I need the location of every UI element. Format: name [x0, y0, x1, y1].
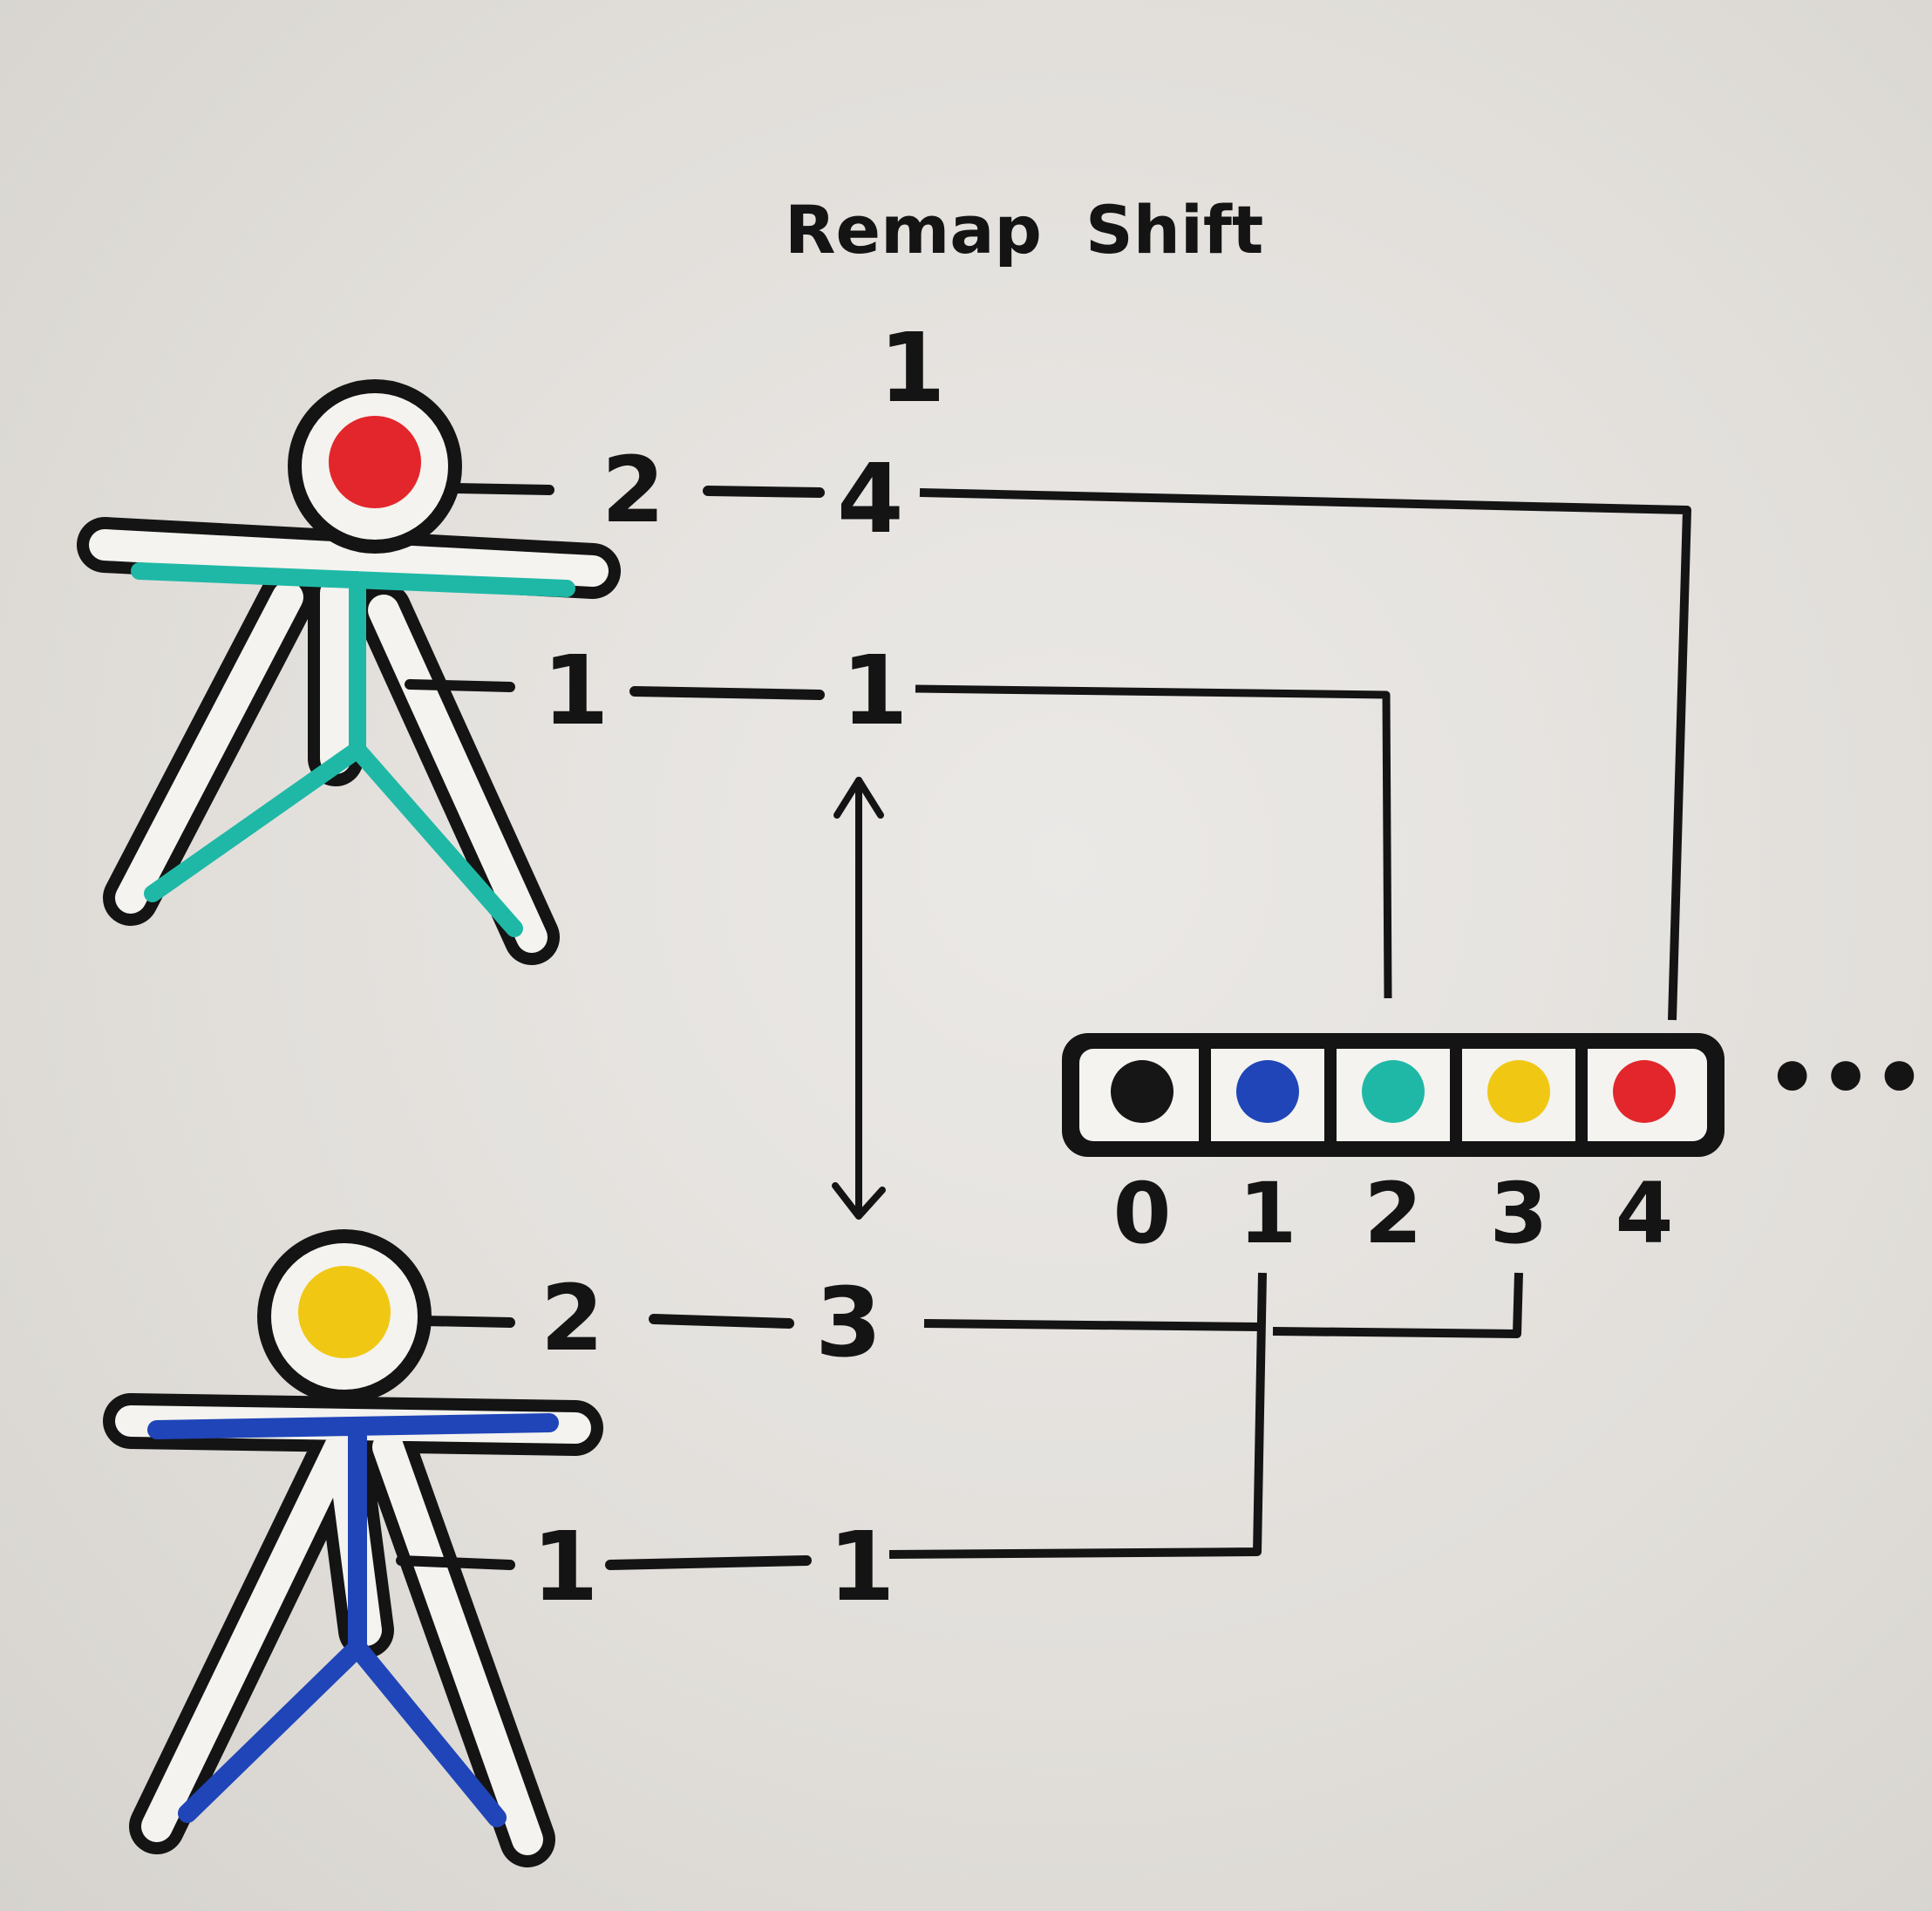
figure-top-body-tick	[405, 679, 515, 692]
figure-bottom-body-part-index: 1	[532, 1511, 599, 1622]
leader-line-top-head	[919, 488, 1691, 1021]
figure-bottom-head-part-index: 2	[541, 1265, 603, 1371]
double-arrow-icon	[832, 777, 886, 1220]
figure-top-body-part-index: 1	[542, 635, 609, 746]
palette-slot-4-dot	[1613, 1060, 1676, 1123]
shift-value: 1	[879, 312, 946, 424]
figure-top-body-dash	[629, 686, 825, 700]
figure-bottom-head-remapped-index: 3	[815, 1267, 882, 1378]
figure-top-head-tick	[450, 483, 554, 495]
leader-line-bottom-body	[888, 1272, 1267, 1559]
diagram-title-shift: Shift	[1085, 191, 1263, 269]
figure-bottom-head-dash	[649, 1314, 794, 1329]
figure-top-head-remapped-index: 4	[837, 443, 904, 554]
palette-slot-4-label: 4	[1616, 1165, 1674, 1262]
palette-slot-3-dot	[1487, 1060, 1550, 1123]
palette-slot-2-label: 2	[1364, 1165, 1423, 1262]
diagram-title-remap: Remap	[785, 191, 1042, 269]
stick-figure-bottom	[103, 1229, 603, 1867]
figure-top-head-part-index: 2	[602, 437, 664, 543]
figure-bottom-body-dash	[605, 1555, 812, 1570]
figure-bottom-head-color	[298, 1266, 391, 1358]
palette-slot-0-label: 0	[1113, 1165, 1172, 1262]
leader-line-top-body	[915, 684, 1392, 999]
figure-top-body-color	[131, 562, 575, 937]
palette-slot-2-dot	[1362, 1060, 1425, 1123]
figure-bottom-body-remapped-index: 1	[828, 1511, 895, 1622]
figure-top-body-remapped-index: 1	[841, 635, 908, 746]
figure-bottom-body-color	[147, 1413, 559, 1827]
leader-line-bottom-head	[923, 1272, 1523, 1338]
palette-slot-0-dot	[1111, 1060, 1173, 1123]
palette-slot-1-dot	[1236, 1060, 1299, 1123]
palette-slot-1-label: 1	[1239, 1165, 1297, 1262]
figure-bottom-head-tick	[419, 1316, 515, 1328]
palette-continuation: •••	[1765, 1030, 1926, 1127]
figure-bottom-body-tick	[396, 1555, 515, 1570]
figure-top-head-dash	[703, 486, 825, 498]
stick-figure-top	[77, 379, 621, 965]
figure-top-head-color	[329, 416, 421, 508]
figure-top-body-inner	[89, 529, 609, 953]
palette-slot-3-label: 3	[1490, 1165, 1548, 1262]
